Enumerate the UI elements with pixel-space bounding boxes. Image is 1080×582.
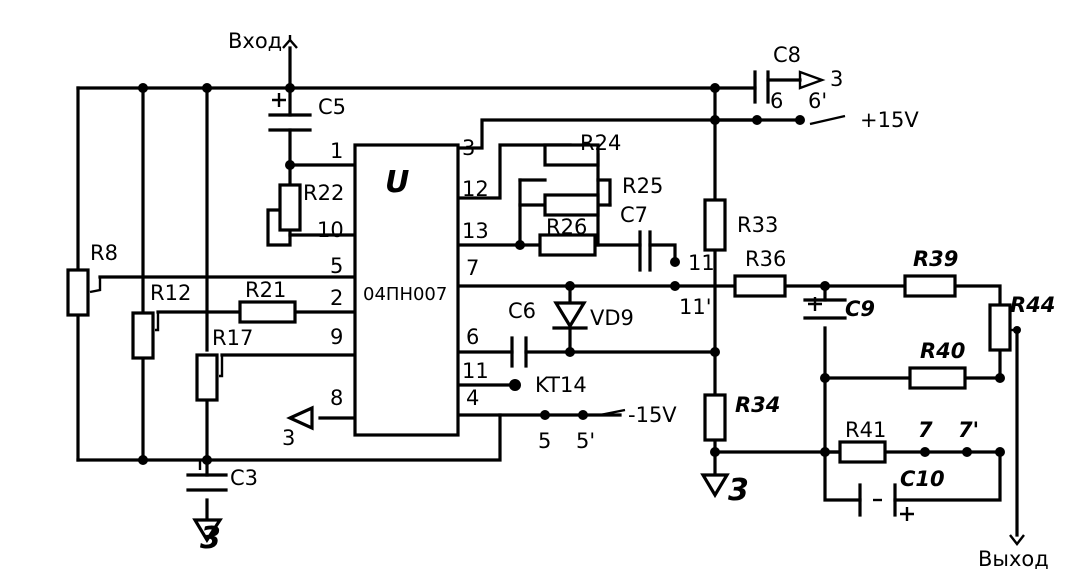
- input-label: Вход: [228, 29, 282, 53]
- plus15-arrow-icon: [809, 114, 846, 126]
- resistor-r26: [538, 233, 597, 257]
- ground-symbols: [192, 35, 1025, 546]
- resistor-r25: [543, 193, 600, 217]
- pin-3: 3: [462, 136, 475, 160]
- resistor-r40: [908, 366, 967, 390]
- node-7-prime: 7': [958, 418, 979, 442]
- capacitors: [186, 70, 914, 521]
- node-11: 11: [688, 251, 715, 275]
- pin-4: 4: [466, 386, 479, 410]
- pin-13: 13: [462, 219, 489, 243]
- diode-vd9: [552, 301, 588, 330]
- ground-symbol-left: [192, 518, 223, 544]
- label-c9: C9: [845, 297, 875, 321]
- ground-label-left: 3: [200, 521, 221, 556]
- label-r26: R26: [546, 215, 587, 239]
- pin-7: 7: [466, 256, 479, 280]
- label-r40: R40: [920, 339, 965, 363]
- pin-10: 10: [317, 218, 344, 242]
- resistors: [66, 143, 1017, 464]
- node-5-prime: 5': [576, 429, 595, 453]
- label-r39: R39: [913, 247, 958, 271]
- label-r36: R36: [745, 247, 786, 271]
- resistor-r41: [838, 440, 887, 464]
- label-r34: R34: [735, 393, 780, 417]
- pin-2: 2: [330, 286, 343, 310]
- label-c3: C3: [230, 466, 258, 490]
- label-r21: R21: [245, 278, 286, 302]
- label-r33: R33: [737, 213, 778, 237]
- label-r12: R12: [150, 281, 191, 305]
- ground-arrow-pin8: [286, 405, 314, 431]
- ground-label-pin8: 3: [282, 426, 295, 450]
- label-c6: C6: [508, 299, 536, 323]
- pin-8: 8: [330, 386, 343, 410]
- ground-symbol-mid: [700, 473, 730, 499]
- ic-pin-labels: 1 10 5 2 9 8 3 12 13 7 6 11 4: [317, 136, 489, 410]
- resistor-r39: [903, 274, 957, 298]
- plus15-label: +15V: [860, 108, 919, 132]
- node-6: 6: [770, 89, 783, 113]
- node-labels: +15V -15V KT14 6 6' 3 11 11' 5 5' 7 7' 3…: [200, 67, 979, 556]
- node-6-prime: 6': [808, 89, 827, 113]
- pin-12: 12: [462, 177, 489, 201]
- pin-6: 6: [466, 325, 479, 349]
- label-r25: R25: [622, 174, 663, 198]
- resistor-r34: [703, 393, 727, 442]
- node-3: 3: [830, 67, 843, 91]
- label-r44: R44: [1010, 293, 1055, 317]
- resistor-r21: [238, 300, 297, 324]
- resistor-r8: [66, 268, 90, 317]
- node-5: 5: [538, 429, 551, 453]
- label-r24: R24: [580, 131, 621, 155]
- pin-9: 9: [330, 325, 343, 349]
- resistor-r22: [278, 183, 302, 232]
- resistor-r17: [195, 353, 219, 402]
- component-labels: Вход Выход C5 C8 C3 C7 C6 C9 C10 R8 R12 …: [90, 29, 1055, 571]
- label-c10: C10: [900, 467, 945, 491]
- kt14-label: KT14: [535, 373, 587, 397]
- label-r22: R22: [303, 181, 344, 205]
- resistor-r24: [543, 143, 600, 167]
- ic-04pn007: U 04ПН007: [353, 143, 460, 437]
- node-7: 7: [918, 418, 933, 442]
- label-r41: R41: [845, 418, 886, 442]
- resistor-r12: [131, 311, 155, 360]
- pin-1: 1: [330, 139, 343, 163]
- junction-dots: [138, 83, 1021, 465]
- resistor-r44: [988, 303, 1012, 352]
- pin-5: 5: [330, 254, 343, 278]
- resistor-r36: [733, 274, 787, 298]
- output-label: Выход: [978, 547, 1049, 571]
- label-c7: C7: [620, 203, 648, 227]
- label-c8: C8: [773, 43, 801, 67]
- ic-symbol: U: [385, 165, 409, 200]
- wires: [76, 46, 1019, 537]
- label-vd9: VD9: [590, 306, 634, 330]
- minus15-label: -15V: [628, 403, 677, 427]
- minus15-arrow-icon: [599, 408, 626, 417]
- resistor-r33: [703, 198, 727, 252]
- input-antenna-icon: [282, 35, 298, 49]
- label-c5: C5: [318, 95, 346, 119]
- pin-11: 11: [462, 359, 489, 383]
- output-arrow-icon: [1009, 534, 1025, 546]
- label-r17: R17: [212, 326, 253, 350]
- ground-label-mid: 3: [728, 473, 749, 508]
- node-11-prime: 11': [679, 295, 712, 319]
- label-r8: R8: [90, 241, 118, 265]
- ic-name: 04ПН007: [363, 284, 447, 305]
